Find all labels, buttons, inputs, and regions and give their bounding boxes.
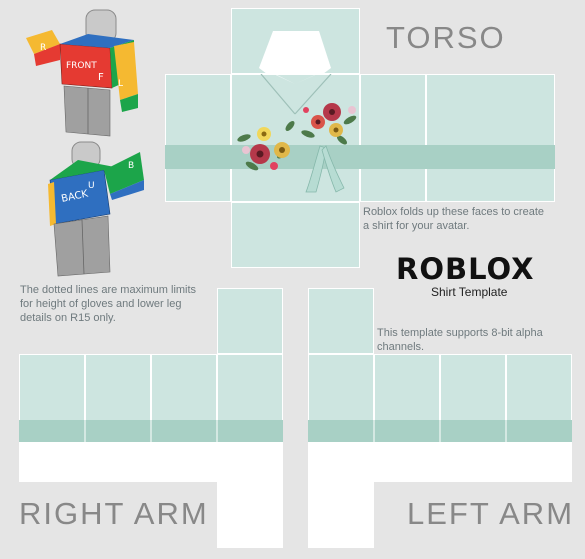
torso-left-face bbox=[360, 74, 426, 202]
left-arm-top-face bbox=[308, 288, 374, 354]
roblox-logo: ROBLOX bbox=[396, 252, 535, 286]
torso-label: TORSO bbox=[386, 20, 506, 55]
lapel-lines bbox=[260, 74, 332, 115]
right-arm-top-face bbox=[217, 288, 283, 354]
front-label: FRONT bbox=[66, 61, 97, 71]
torso-bottom-face bbox=[231, 202, 360, 268]
mannequin-back-illustration: BACK U B bbox=[48, 141, 144, 277]
face-letter-u: U bbox=[88, 181, 95, 191]
dotted-lines-note: The dotted lines are maximum limits for … bbox=[20, 284, 197, 324]
face-letter-f: F bbox=[98, 72, 104, 83]
right-arm-dividers bbox=[84, 354, 218, 482]
face-letter-r: R bbox=[40, 43, 46, 53]
left-arm-dividers bbox=[373, 354, 507, 482]
left-arm-label: LEFT ARM bbox=[407, 496, 575, 531]
fold-note: Roblox folds up these faces to create a … bbox=[363, 206, 544, 232]
face-letter-b: B bbox=[128, 161, 134, 171]
shirt-collar-graphic bbox=[259, 31, 331, 84]
torso-back-face bbox=[426, 74, 555, 202]
face-letter-l: L bbox=[118, 79, 123, 89]
mannequin-front-illustration: FRONT F L R bbox=[26, 9, 138, 137]
left-arm-bottom-face bbox=[308, 482, 374, 548]
shirt-template-subtitle: Shirt Template bbox=[431, 285, 508, 299]
alpha-channels-note: This template supports 8-bit alpha chann… bbox=[377, 327, 543, 353]
torso-right-face bbox=[165, 74, 231, 202]
right-arm-label: RIGHT ARM bbox=[19, 496, 209, 531]
torso-band bbox=[165, 145, 555, 169]
right-arm-bottom-face bbox=[217, 482, 283, 548]
flower-bouquet-graphic bbox=[237, 103, 357, 193]
